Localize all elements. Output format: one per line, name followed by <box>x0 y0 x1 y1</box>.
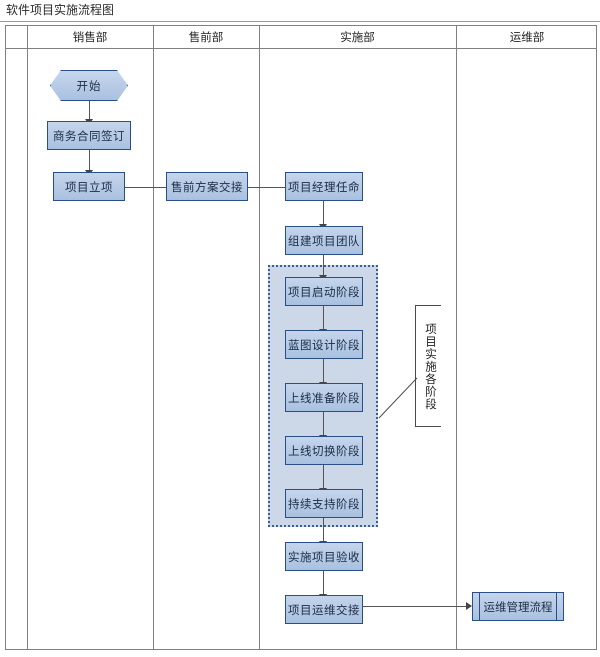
lane-divider-3 <box>456 26 457 649</box>
connector-blueprint-to-prep <box>323 359 324 383</box>
node-acceptance-label: 实施项目验收 <box>288 549 360 564</box>
node-contract[interactable]: 商务合同签订 <box>47 121 131 150</box>
annotation-label: 项目实施各阶段 <box>424 323 438 411</box>
node-ops-process-label: 运维管理流程 <box>483 599 553 614</box>
connector-support-to-acceptance <box>323 518 324 542</box>
lane-divider-0 <box>27 26 28 649</box>
lane-divider-1 <box>153 26 154 649</box>
node-start[interactable]: 开始 <box>50 70 128 101</box>
connector-start-to-contract <box>89 101 90 120</box>
node-build-team-label: 组建项目团队 <box>288 233 360 248</box>
connector-ops-handover-to-ops-process <box>358 606 468 607</box>
node-presales-handover[interactable]: 售前方案交接 <box>166 172 248 201</box>
node-ops-process[interactable]: 运维管理流程 <box>472 592 564 621</box>
arrowhead-ops-process <box>466 602 472 610</box>
lane-header-operations: 运维部 <box>509 30 545 44</box>
node-pm-appointment-label: 项目经理任命 <box>288 179 360 194</box>
predefined-process-left-bar <box>479 593 480 620</box>
lane-divider-2 <box>259 26 260 649</box>
connector-presales-to-pm <box>246 187 288 188</box>
swimlane-table: 销售部 售前部 实施部 运维部 <box>5 25 597 650</box>
connector-acceptance-to-ops-handover <box>323 571 324 595</box>
connector-team-to-kickoff <box>323 255 324 276</box>
node-phase-support[interactable]: 持续支持阶段 <box>285 489 363 518</box>
node-phase-cutover-label: 上线切换阶段 <box>288 443 360 458</box>
connector-contract-to-init <box>89 150 90 171</box>
node-phase-golive-prep[interactable]: 上线准备阶段 <box>285 383 363 412</box>
title-bar: 软件项目实施流程图 <box>0 0 600 22</box>
lane-header-delivery: 实施部 <box>340 30 375 44</box>
lane-header-divider <box>6 48 596 49</box>
node-build-team[interactable]: 组建项目团队 <box>285 226 363 255</box>
node-pm-appointment[interactable]: 项目经理任命 <box>285 172 363 201</box>
connector-kickoff-to-blueprint <box>323 306 324 330</box>
connector-init-to-presales <box>124 187 168 188</box>
node-phase-blueprint-label: 蓝图设计阶段 <box>288 337 360 352</box>
node-ops-handover[interactable]: 项目运维交接 <box>285 595 363 624</box>
node-acceptance[interactable]: 实施项目验收 <box>285 542 363 571</box>
page-title: 软件项目实施流程图 <box>6 3 115 17</box>
predefined-process-right-bar <box>556 593 557 620</box>
node-phase-support-label: 持续支持阶段 <box>288 496 360 511</box>
node-project-init-label: 项目立项 <box>65 179 113 194</box>
node-start-label: 开始 <box>76 78 102 93</box>
node-contract-label: 商务合同签订 <box>53 128 125 143</box>
annotation-bracket <box>415 305 441 427</box>
lane-header-sales: 销售部 <box>72 30 108 44</box>
node-phase-blueprint[interactable]: 蓝图设计阶段 <box>285 330 363 359</box>
node-phase-cutover[interactable]: 上线切换阶段 <box>285 436 363 465</box>
node-phase-golive-prep-label: 上线准备阶段 <box>288 390 360 405</box>
node-ops-handover-label: 项目运维交接 <box>288 602 360 617</box>
node-presales-handover-label: 售前方案交接 <box>171 179 243 194</box>
connector-cutover-to-support <box>323 465 324 489</box>
connector-prep-to-cutover <box>323 412 324 436</box>
hexagon-shape <box>50 70 128 101</box>
node-project-init[interactable]: 项目立项 <box>53 172 125 201</box>
node-phase-kickoff[interactable]: 项目启动阶段 <box>285 277 363 306</box>
lane-header-presales: 售前部 <box>188 30 224 44</box>
node-phase-kickoff-label: 项目启动阶段 <box>288 284 360 299</box>
connector-pm-to-team <box>323 201 324 225</box>
